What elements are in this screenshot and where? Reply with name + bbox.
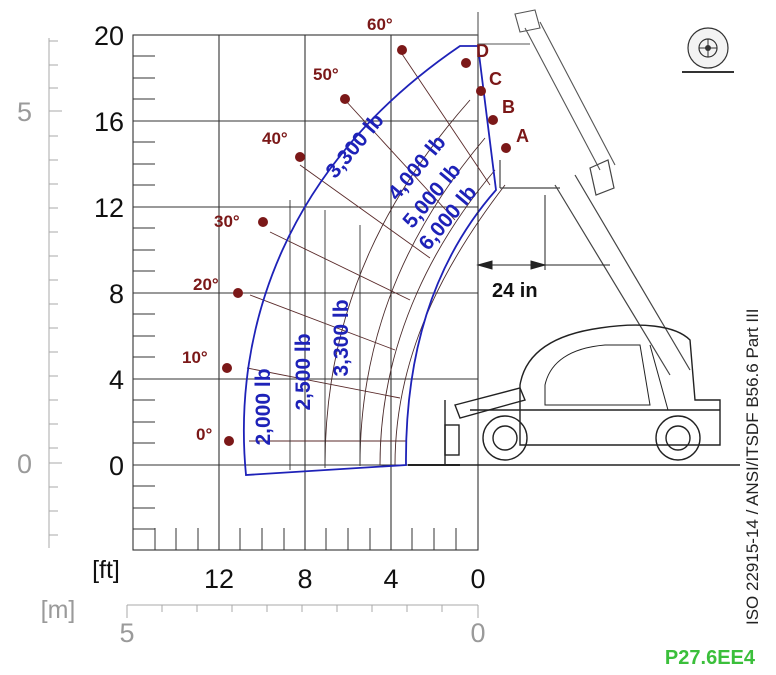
angle-label: 50° — [313, 65, 339, 84]
tyre-icon — [682, 27, 734, 73]
load-center-label: 24 in — [492, 280, 538, 302]
y-tick-ft: 4 — [109, 365, 124, 395]
load-zone-verticals — [289, 200, 361, 470]
x-tick-m: 5 — [119, 618, 134, 648]
y-axis-ft: 20 16 12 8 4 0 — [94, 21, 124, 481]
chart-grid — [132, 34, 479, 551]
extension-markers — [461, 58, 511, 153]
telehandler-icon — [408, 9, 740, 466]
load-zone-rays — [246, 47, 491, 442]
model-label: P27.6EE4 — [665, 647, 756, 669]
x-tick-ft: 12 — [204, 564, 234, 594]
x-axis-ft: [ft] 12 8 4 0 — [92, 556, 485, 594]
angle-label: 60° — [367, 15, 393, 34]
load-label-arc: 3,300 lb — [321, 109, 388, 183]
x-unit-ft: [ft] — [92, 556, 120, 584]
load-label-vertical: 2,500 lb — [292, 333, 315, 410]
extension-label: A — [516, 126, 529, 146]
x-tick-ft: 0 — [470, 564, 485, 594]
angle-label: 10° — [182, 348, 208, 367]
extension-label: C — [489, 69, 502, 89]
angle-label: 20° — [193, 275, 219, 294]
load-envelope — [243, 45, 497, 476]
extension-label: B — [502, 97, 515, 117]
y-tick-ft: 12 — [94, 193, 124, 223]
y-axis-m — [48, 38, 62, 548]
angle-label: 30° — [214, 212, 240, 231]
x-axis-m — [126, 604, 479, 618]
y-tick-m: 0 — [17, 449, 32, 479]
load-zone-arcs — [324, 99, 506, 466]
extension-label: D — [476, 41, 489, 61]
load-center-dimension — [476, 190, 610, 270]
standard-label: ISO 22915-14 / ANSI/ITSDF B56.6 Part III — [743, 308, 762, 625]
x-tick-ft: 8 — [297, 564, 312, 594]
y-tick-ft: 16 — [94, 107, 124, 137]
x-tick-ft: 4 — [383, 564, 398, 594]
angle-label: 40° — [262, 129, 288, 148]
x-tick-m: 0 — [470, 618, 485, 648]
angle-label: 0° — [196, 425, 212, 444]
y-tick-m: 5 — [17, 97, 32, 127]
x-unit-m: [m] — [41, 596, 76, 624]
load-label-vertical: 3,300 lb — [330, 299, 353, 376]
grid-minor-ticks — [133, 55, 457, 550]
y-tick-ft: 20 — [94, 21, 124, 51]
y-tick-ft: 8 — [109, 279, 124, 309]
boom-angle-markers — [222, 45, 407, 446]
load-label-vertical: 2,000 lb — [252, 368, 275, 445]
y-tick-ft: 0 — [109, 451, 124, 481]
